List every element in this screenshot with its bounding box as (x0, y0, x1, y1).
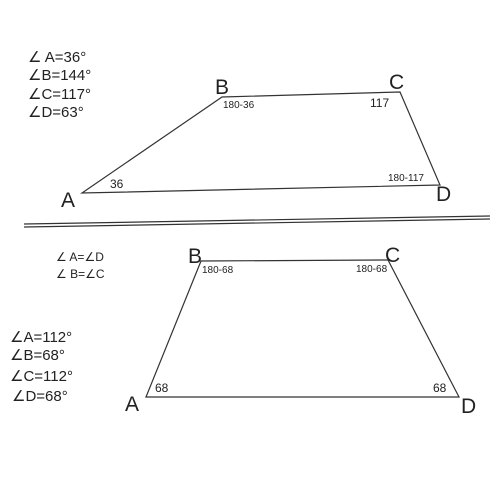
bottom-label-c: 180-68 (356, 264, 388, 275)
top-angle-b: ∠B=144° (28, 67, 91, 84)
top-label-d: 180-117 (388, 173, 424, 184)
top-trapezoid (79, 91, 441, 194)
bottom-angle-b: ∠B=68° (10, 347, 65, 364)
bottom-relation-bc: ∠ B=∠C (56, 267, 105, 281)
top-label-c: 117 (370, 96, 389, 110)
bottom-vertex-a: A (125, 393, 139, 416)
top-vertex-c: C (389, 71, 404, 94)
bottom-label-b: 180-68 (202, 265, 234, 276)
bottom-vertex-d: D (461, 395, 476, 418)
bottom-vertex-c: C (385, 244, 400, 267)
bottom-label-a: 68 (155, 381, 169, 395)
top-label-b: 180-36 (223, 100, 255, 111)
bottom-angle-d: ∠D=68° (12, 388, 68, 405)
top-label-a: 36 (110, 177, 124, 191)
bottom-figure: ∠ A=∠D ∠ B=∠C ∠A=112° ∠B=68° ∠C=112° ∠D=… (10, 244, 476, 418)
top-angle-d: ∠D=63° (28, 104, 84, 121)
bottom-angle-c: ∠C=112° (10, 368, 73, 385)
top-vertex-b: B (215, 76, 229, 99)
bottom-angle-a: ∠A=112° (10, 329, 72, 346)
bottom-relation-ad: ∠ A=∠D (56, 250, 104, 264)
section-divider (23, 215, 491, 228)
top-angle-a: ∠ A=36° (28, 49, 86, 66)
top-vertex-a: A (61, 189, 75, 212)
bottom-vertex-b: B (188, 245, 202, 268)
top-vertex-d: D (436, 183, 451, 206)
top-angle-c: ∠C=117° (28, 86, 91, 103)
bottom-label-d: 68 (433, 381, 447, 395)
bottom-trapezoid (145, 259, 460, 398)
top-figure: ∠ A=36° ∠B=144° ∠C=117° ∠D=63° A B C D 3… (28, 49, 451, 212)
